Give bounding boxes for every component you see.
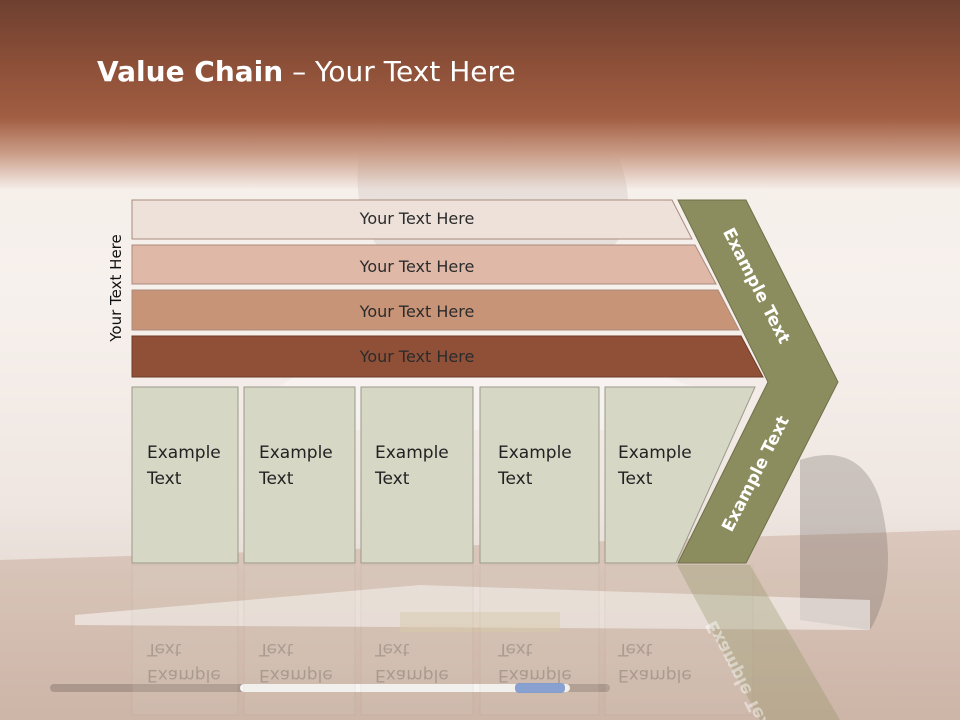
- box-text-reflection-2: Example Text: [259, 636, 333, 688]
- row-band-1: [131, 199, 693, 240]
- box-text-reflection-1: Example Text: [147, 636, 221, 688]
- box-line1: Example: [259, 443, 333, 463]
- box-line1: Example: [259, 665, 333, 685]
- box-line2: Text: [498, 639, 533, 659]
- row-label-3: Your Text Here: [359, 302, 475, 321]
- box-line2: Text: [147, 469, 182, 489]
- activity-box-3: [360, 386, 474, 564]
- activity-box-1: [131, 386, 239, 564]
- box-line2: Text: [375, 469, 410, 489]
- box-line1: Example: [375, 665, 449, 685]
- chevron-reflection: [677, 565, 840, 720]
- row-band-4: [131, 335, 764, 378]
- activity-box-2: [243, 386, 356, 564]
- box-text-reflection-4: Example Text: [498, 636, 572, 688]
- box-line1: Example: [147, 443, 221, 463]
- box-line1: Example: [498, 443, 572, 463]
- box-line2: Text: [498, 469, 533, 489]
- box-line1: Example: [618, 665, 692, 685]
- row-band-2: [131, 244, 717, 285]
- box-line1: Example: [147, 665, 221, 685]
- box-line1: Example: [375, 443, 449, 463]
- title-rest: – Your Text Here: [283, 55, 516, 88]
- row-label-1: Your Text Here: [359, 209, 475, 228]
- box-line2: Text: [618, 469, 653, 489]
- box-text-reflection-3: Example Text: [375, 636, 449, 688]
- box-line2: Text: [618, 639, 653, 659]
- box-line2: Text: [147, 639, 182, 659]
- activity-box-5: [604, 386, 756, 564]
- activity-box-4: [479, 386, 600, 564]
- slide-title: Value Chain – Your Text Here: [97, 55, 516, 88]
- box-line2: Text: [259, 639, 294, 659]
- title-bar: [0, 0, 960, 190]
- box-line1: Example: [498, 665, 572, 685]
- row-band-3: [131, 289, 740, 331]
- title-bold: Value Chain: [97, 55, 284, 88]
- reflection: [131, 564, 754, 716]
- box-line2: Text: [259, 469, 294, 489]
- box-line2: Text: [375, 639, 410, 659]
- row-label-2: Your Text Here: [359, 257, 475, 276]
- box-line1: Example: [618, 443, 692, 463]
- margin-chevron: [677, 199, 839, 564]
- row-label-4: Your Text Here: [359, 347, 475, 366]
- box-text-reflection-5: Example Text: [618, 636, 692, 688]
